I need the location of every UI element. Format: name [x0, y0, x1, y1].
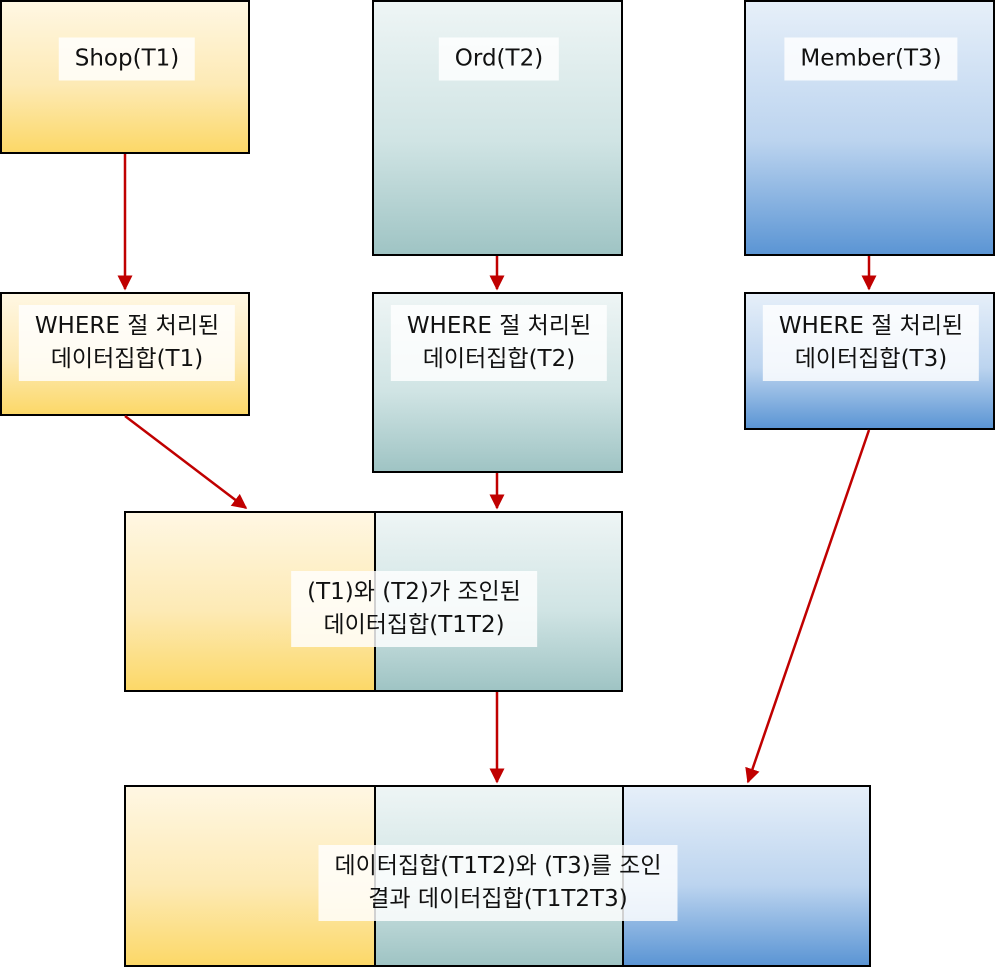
join-t1t2-box: (T1)와 (T2)가 조인된 데이터집합(T1T2)	[124, 511, 623, 692]
arrow-where-t1-to-join	[124, 415, 248, 509]
join-t1t2-line2: 데이터집합(T1T2)	[323, 612, 505, 638]
join-t1t2-line1: (T1)와 (T2)가 조인된	[307, 579, 521, 605]
ord-table-label: Ord(T2)	[438, 37, 560, 81]
where-set-t3-line2: 데이터집합(T3)	[794, 346, 948, 372]
where-set-t1-box: WHERE 절 처리된 데이터집합(T1)	[0, 292, 250, 416]
arrow-where-t3-to-final	[745, 429, 871, 784]
where-set-t1-line1: WHERE 절 처리된	[34, 313, 220, 339]
where-set-t2-box: WHERE 절 처리된 데이터집합(T2)	[372, 292, 623, 473]
join-t1t2t3-line1: 데이터집합(T1T2)와 (T3)를 조인	[334, 853, 662, 879]
join-t1t2-label: (T1)와 (T2)가 조인된 데이터집합(T1T2)	[291, 571, 537, 647]
where-set-t3-label: WHERE 절 처리된 데이터집합(T3)	[762, 305, 980, 381]
shop-table-label: Shop(T1)	[58, 37, 196, 81]
where-set-t3-line1: WHERE 절 처리된	[778, 313, 964, 339]
where-set-t1-line2: 데이터집합(T1)	[50, 346, 204, 372]
ord-table-box: Ord(T2)	[372, 0, 623, 256]
where-set-t3-box: WHERE 절 처리된 데이터집합(T3)	[744, 292, 995, 430]
join-t1t2t3-box: 데이터집합(T1T2)와 (T3)를 조인 결과 데이터집합(T1T2T3)	[124, 785, 871, 967]
member-table-label: Member(T3)	[784, 37, 958, 81]
shop-table-box: Shop(T1)	[0, 0, 250, 154]
join-t1t2t3-label: 데이터집합(T1T2)와 (T3)를 조인 결과 데이터집합(T1T2T3)	[318, 845, 678, 921]
member-table-box: Member(T3)	[744, 0, 995, 256]
where-set-t2-label: WHERE 절 처리된 데이터집합(T2)	[390, 305, 608, 381]
where-set-t2-line1: WHERE 절 처리된	[406, 313, 592, 339]
where-set-t2-line2: 데이터집합(T2)	[422, 346, 576, 372]
join-t1t2t3-line2: 결과 데이터집합(T1T2T3)	[368, 886, 628, 912]
where-set-t1-label: WHERE 절 처리된 데이터집합(T1)	[18, 305, 236, 381]
